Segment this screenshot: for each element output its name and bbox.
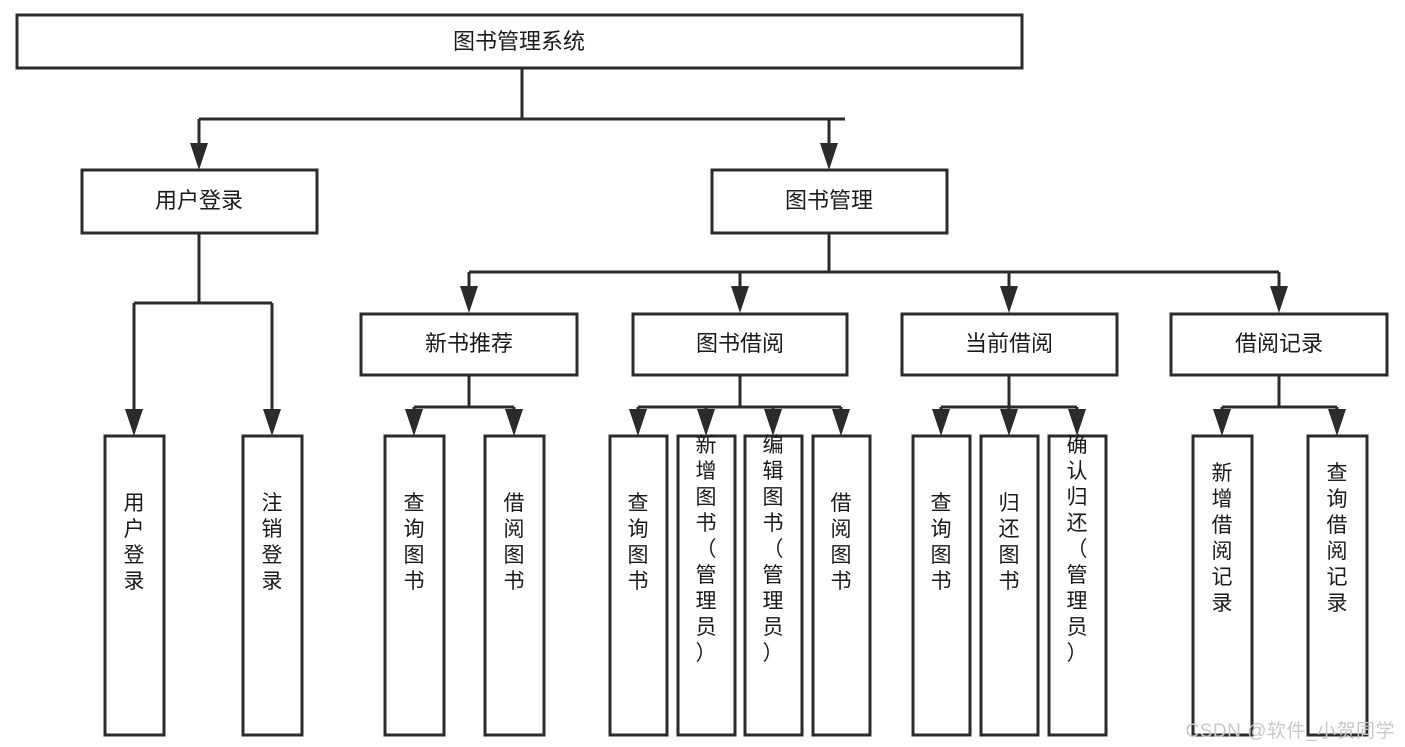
node-borrow-record[interactable]: 借阅记录 bbox=[1169, 312, 1389, 377]
node-leaf-borrow-record-2[interactable]: 查询借阅记录 bbox=[1306, 434, 1369, 737]
node-leaf-current-borrow-2[interactable]: 归还图书 bbox=[979, 434, 1040, 737]
node-leaf-new-book-2[interactable]: 借阅图书 bbox=[483, 434, 546, 737]
node-leaf-book-borrow-3-label: 编辑图书（管理员） bbox=[763, 434, 784, 665]
node-new-book-recommend-box[interactable] bbox=[359, 312, 579, 377]
node-leaf-book-borrow-2[interactable]: 新增图书（管理员） bbox=[676, 434, 737, 737]
arrow-head-leaf-book-borrow-1 bbox=[629, 409, 647, 436]
node-current-borrow-box[interactable] bbox=[900, 312, 1119, 377]
node-leaf-current-borrow-3-label: 确认归还（管理员） bbox=[1067, 434, 1088, 665]
node-leaf-borrow-record-1-box[interactable] bbox=[1191, 434, 1254, 737]
node-user-login-label: 用户登录 bbox=[155, 188, 243, 213]
node-book-manage[interactable]: 图书管理 bbox=[710, 168, 949, 235]
node-leaf-user-login-1[interactable]: 用户登录 bbox=[103, 434, 166, 737]
node-leaf-borrow-record-1-label: 新增借阅记录 bbox=[1212, 462, 1233, 615]
node-new-book-recommend-label: 新书推荐 bbox=[425, 331, 513, 356]
node-leaf-borrow-record-2-label: 查询借阅记录 bbox=[1327, 462, 1348, 615]
node-leaf-book-borrow-2-label: 新增图书（管理员） bbox=[696, 434, 717, 665]
arrow-head-new-book bbox=[460, 286, 478, 313]
node-leaf-new-book-1-label: 查询图书 bbox=[404, 492, 425, 593]
arrow-head-book-borrow bbox=[731, 286, 749, 313]
node-leaf-book-borrow-1-label: 查询图书 bbox=[628, 492, 649, 593]
arrow-head-leaf-borrow-record-1 bbox=[1213, 409, 1231, 436]
node-leaf-user-login-2-label: 注销登录 bbox=[262, 492, 283, 593]
arrow-head-user-login bbox=[190, 143, 208, 170]
node-leaf-book-borrow-3-box[interactable] bbox=[743, 434, 804, 737]
node-leaf-borrow-record-1[interactable]: 新增借阅记录 bbox=[1191, 434, 1254, 737]
arrow-head-leaf-borrow-record-2 bbox=[1328, 409, 1346, 436]
node-leaf-book-borrow-4-label: 借阅图书 bbox=[831, 492, 852, 593]
node-root[interactable]: 图书管理系统 bbox=[15, 13, 1024, 70]
node-leaf-current-borrow-3[interactable]: 确认归还（管理员） bbox=[1047, 434, 1108, 737]
node-leaf-book-borrow-2-box[interactable] bbox=[676, 434, 737, 737]
arrow-head-leaf-book-borrow-3 bbox=[764, 409, 782, 436]
arrow-head-current-borrow bbox=[1000, 286, 1018, 313]
node-book-manage-box[interactable] bbox=[710, 168, 949, 235]
csdn-watermark: CSDN @软件_小贺同学 bbox=[1185, 721, 1395, 742]
node-borrow-record-label: 借阅记录 bbox=[1235, 331, 1323, 356]
node-book-manage-label: 图书管理 bbox=[785, 188, 873, 213]
arrow-head-leaf-user-login-2 bbox=[263, 409, 281, 436]
node-leaf-current-borrow-1-label: 查询图书 bbox=[931, 492, 952, 593]
node-new-book-recommend[interactable]: 新书推荐 bbox=[359, 312, 579, 377]
connector-layer bbox=[125, 68, 1346, 436]
arrow-head-leaf-user-login-1 bbox=[125, 409, 143, 436]
node-leaf-book-borrow-4-box[interactable] bbox=[811, 434, 872, 737]
node-leaf-new-book-1[interactable]: 查询图书 bbox=[383, 434, 446, 737]
arrow-head-leaf-current-borrow-1 bbox=[932, 409, 950, 436]
node-user-login-box[interactable] bbox=[80, 168, 319, 235]
node-leaf-current-borrow-1[interactable]: 查询图书 bbox=[911, 434, 972, 737]
arrow-head-leaf-new-book-1 bbox=[405, 409, 423, 436]
node-leaf-new-book-2-box[interactable] bbox=[483, 434, 546, 737]
node-leaf-current-borrow-3-box[interactable] bbox=[1047, 434, 1108, 737]
node-leaf-user-login-1-label: 用户登录 bbox=[124, 492, 145, 593]
node-leaf-book-borrow-1-box[interactable] bbox=[608, 434, 669, 737]
node-book-borrow[interactable]: 图书借阅 bbox=[631, 312, 849, 377]
arrow-head-leaf-current-borrow-2 bbox=[1000, 409, 1018, 436]
arrow-head-leaf-new-book-2 bbox=[505, 409, 523, 436]
node-root-label: 图书管理系统 bbox=[453, 29, 585, 54]
node-current-borrow[interactable]: 当前借阅 bbox=[900, 312, 1119, 377]
node-current-borrow-label: 当前借阅 bbox=[965, 331, 1053, 356]
arrow-head-leaf-book-borrow-2 bbox=[697, 409, 715, 436]
node-leaf-current-borrow-1-box[interactable] bbox=[911, 434, 972, 737]
node-root-box[interactable] bbox=[15, 13, 1024, 70]
node-leaf-book-borrow-3[interactable]: 编辑图书（管理员） bbox=[743, 434, 804, 737]
node-leaf-book-borrow-4[interactable]: 借阅图书 bbox=[811, 434, 872, 737]
node-leaf-new-book-1-box[interactable] bbox=[383, 434, 446, 737]
node-user-login[interactable]: 用户登录 bbox=[80, 168, 319, 235]
node-leaf-user-login-2[interactable]: 注销登录 bbox=[241, 434, 304, 737]
node-leaf-current-borrow-2-label: 归还图书 bbox=[999, 492, 1020, 593]
arrow-head-book-manage bbox=[820, 143, 838, 170]
node-borrow-record-box[interactable] bbox=[1169, 312, 1389, 377]
arrow-head-leaf-book-borrow-4 bbox=[832, 409, 850, 436]
node-leaf-user-login-1-box[interactable] bbox=[103, 434, 166, 737]
arrow-head-borrow-record bbox=[1270, 286, 1288, 313]
node-leaf-book-borrow-1[interactable]: 查询图书 bbox=[608, 434, 669, 737]
node-leaf-user-login-2-box[interactable] bbox=[241, 434, 304, 737]
node-leaf-new-book-2-label: 借阅图书 bbox=[504, 492, 525, 593]
node-book-borrow-box[interactable] bbox=[631, 312, 849, 377]
node-book-borrow-label: 图书借阅 bbox=[696, 331, 784, 356]
node-leaf-borrow-record-2-box[interactable] bbox=[1306, 434, 1369, 737]
node-leaf-current-borrow-2-box[interactable] bbox=[979, 434, 1040, 737]
arrow-head-leaf-current-borrow-3 bbox=[1068, 409, 1086, 436]
